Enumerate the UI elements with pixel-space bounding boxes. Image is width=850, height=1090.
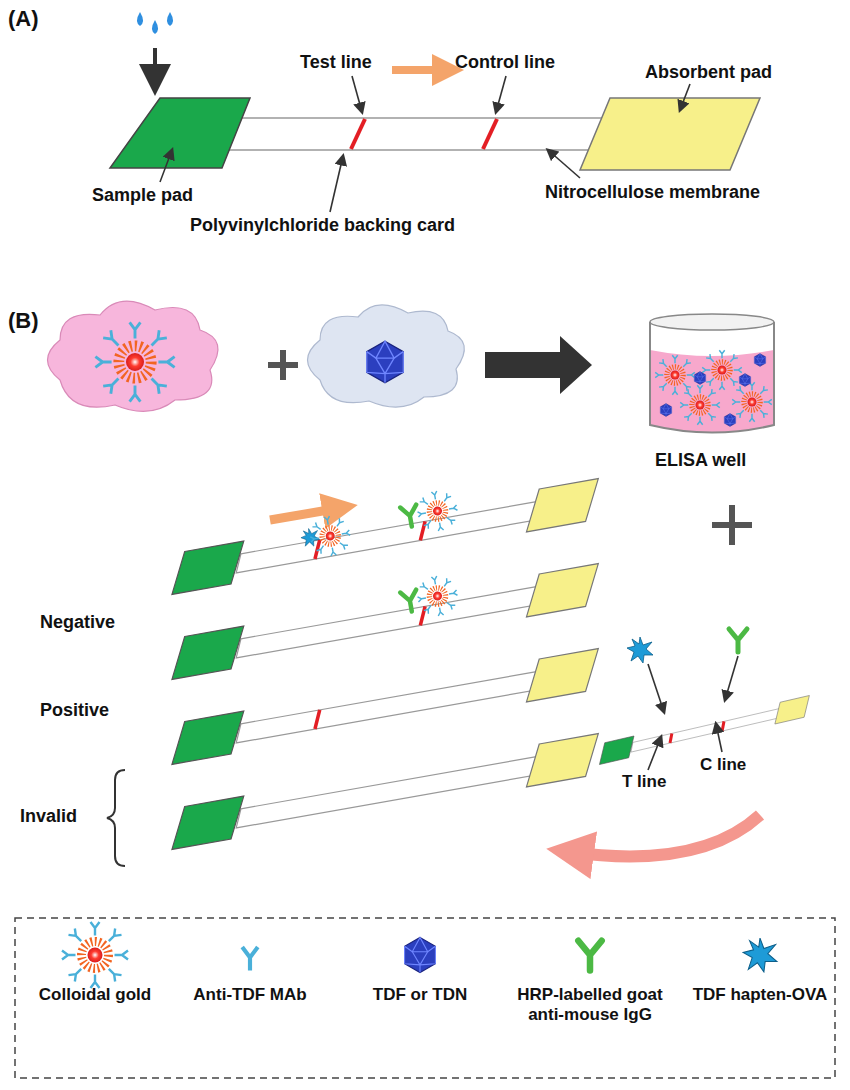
- part-label: Negative: [40, 612, 115, 633]
- part-label: Invalid: [20, 806, 77, 827]
- legend-gold: [62, 922, 128, 988]
- part-label: T line: [622, 772, 666, 792]
- part-label: Test line: [300, 52, 372, 73]
- part-label: (A): [8, 6, 39, 31]
- part-label: (B): [8, 308, 39, 333]
- reference-strip: [595, 696, 814, 765]
- plus-sign: [712, 505, 752, 545]
- gold-probe-cloud: [48, 301, 219, 411]
- part-label: Absorbent pad: [645, 62, 772, 83]
- part-label: Nitrocellulose membrane: [545, 182, 760, 203]
- part-label: Sample pad: [92, 185, 193, 206]
- legend-box: [15, 918, 835, 1078]
- big-arrow: [485, 336, 592, 394]
- flow-arrow: [392, 66, 448, 74]
- plus-sign: [268, 350, 298, 380]
- leader-lines: [648, 656, 738, 770]
- part-label: C line: [700, 755, 746, 775]
- part-label: Control line: [455, 52, 555, 73]
- legend-hapten: [743, 938, 777, 972]
- water-drops: [137, 12, 173, 88]
- legend-antibody: [242, 947, 258, 970]
- legend-text: Anti-TDF MAb: [175, 985, 325, 1005]
- part-label: ELISA well: [655, 450, 746, 471]
- legend-text: HRP-labelled goat anti-mouse IgG: [505, 985, 675, 1024]
- elisa-well: [650, 314, 774, 433]
- part-label: Positive: [40, 700, 109, 721]
- test-strip: [110, 98, 760, 170]
- flow-arrow: [270, 508, 340, 520]
- invalid-strip: [165, 734, 605, 850]
- curved-arrow: [570, 815, 760, 856]
- legend-text: TDF or TDN: [345, 985, 495, 1005]
- part-label: Polyvinylchloride backing card: [190, 215, 455, 236]
- legend-text: Colloidal gold: [20, 985, 170, 1005]
- analyte-cloud: [308, 305, 465, 407]
- legend-analyte: [405, 937, 436, 972]
- bracket: [107, 770, 125, 866]
- legend-igg: [578, 941, 601, 971]
- legend-text: TDF hapten-OVA: [685, 985, 835, 1005]
